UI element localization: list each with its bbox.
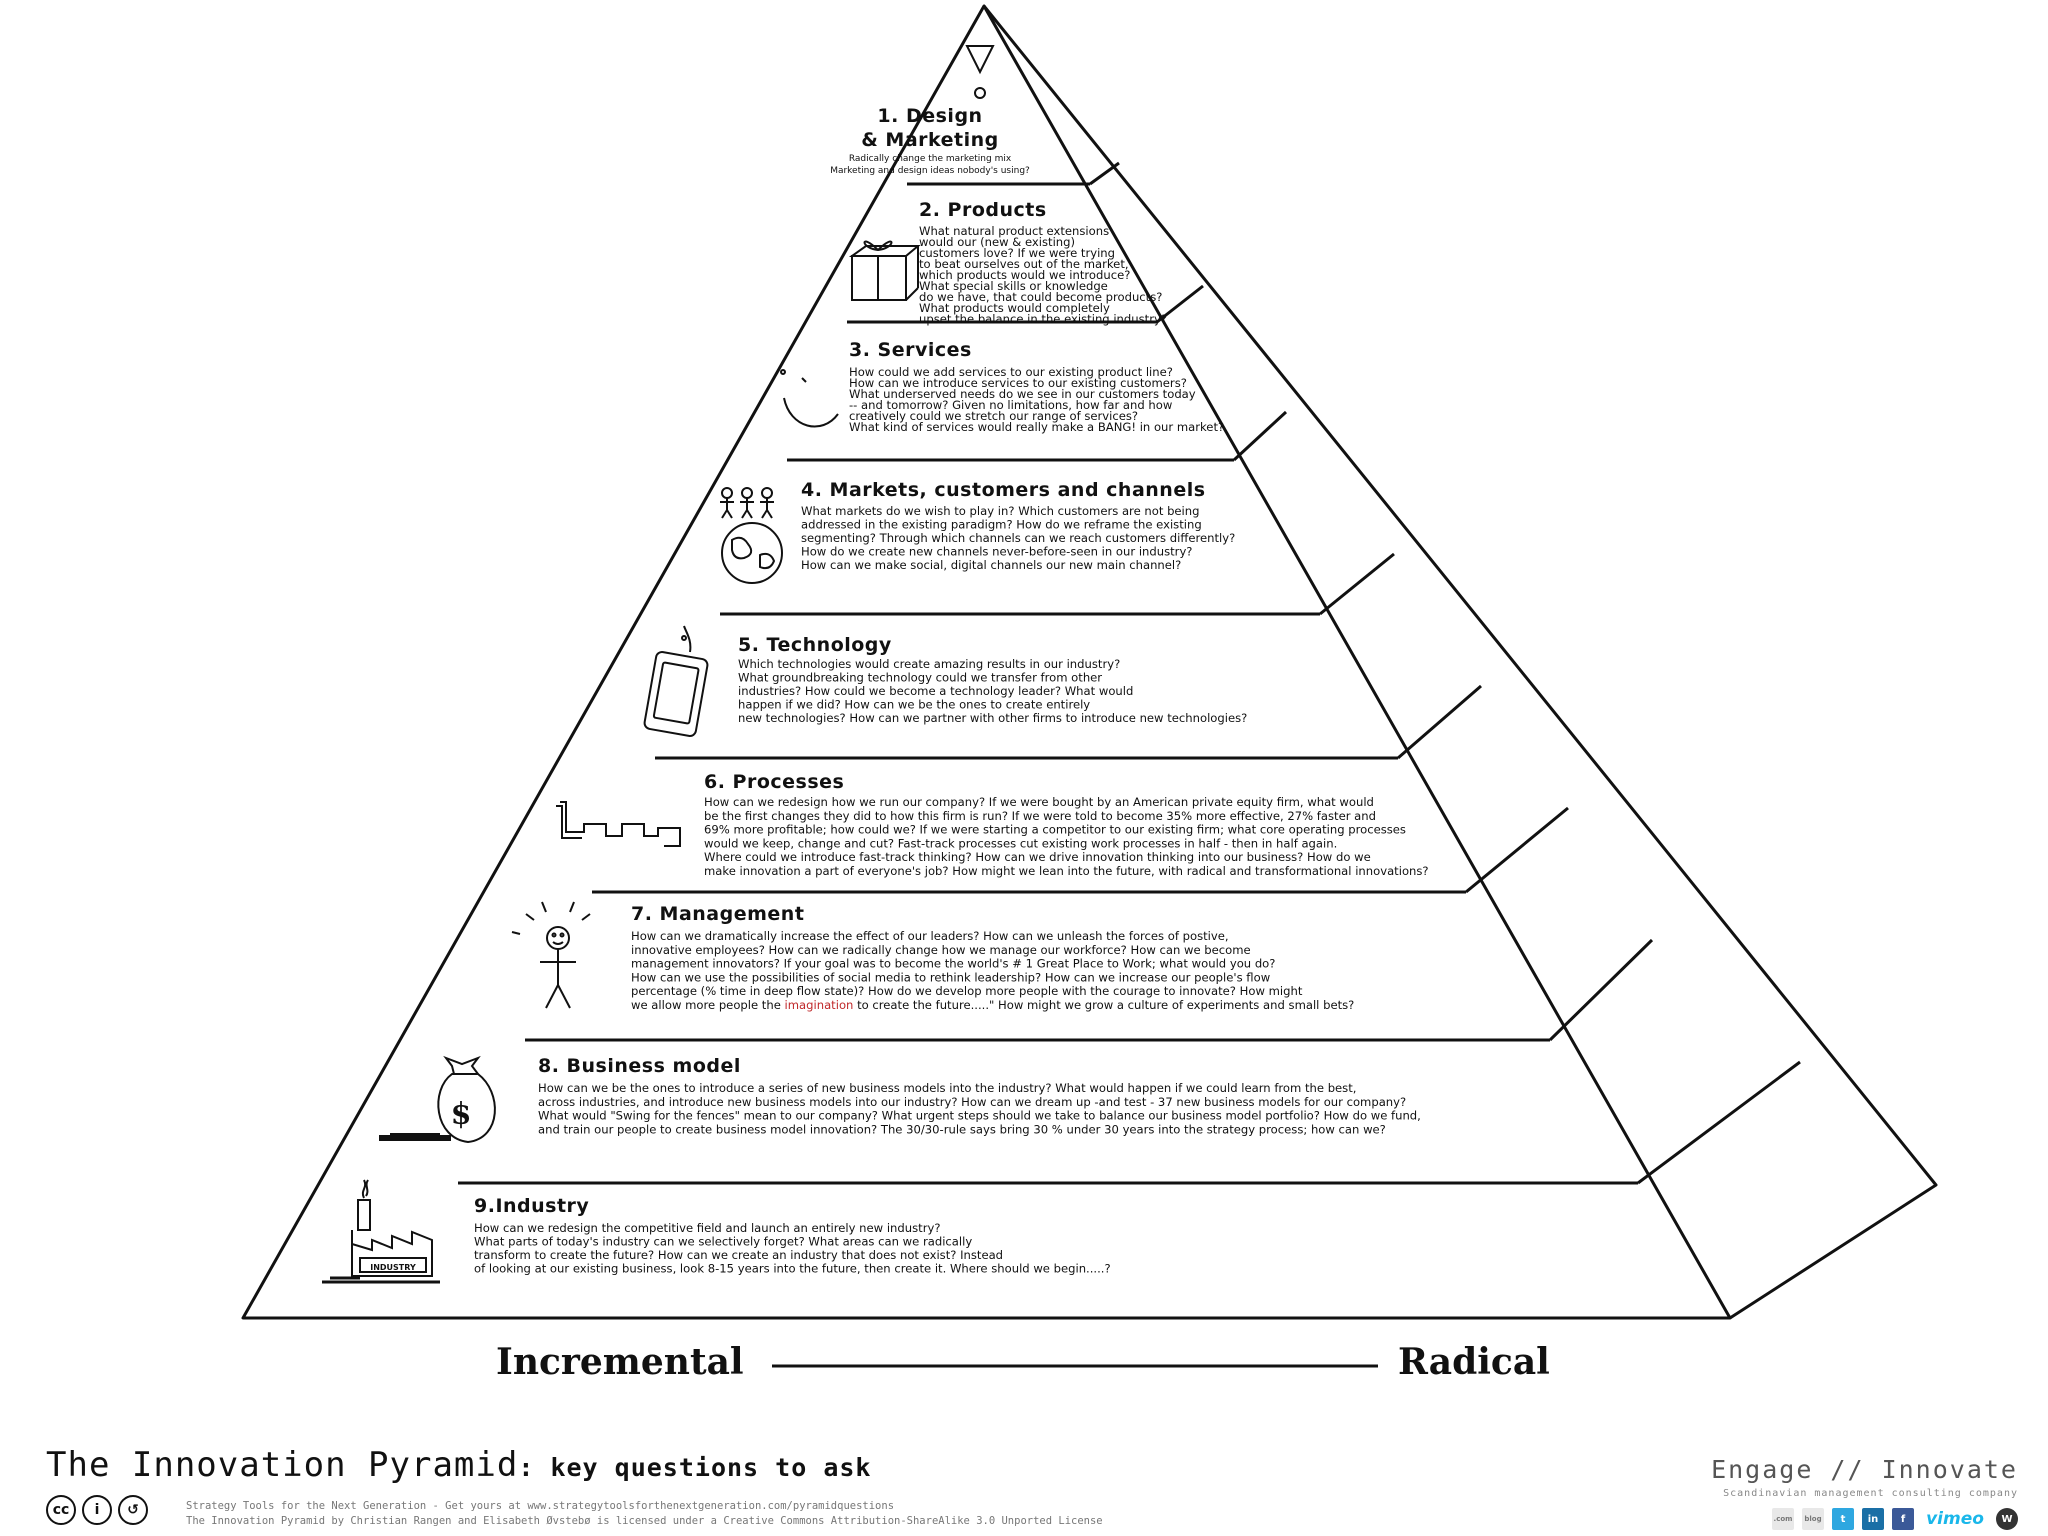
tier-7-question-line: innovative employees? How can we radical… [631, 943, 1251, 957]
tier-6-question-line: How can we redesign how we run our compa… [704, 795, 1374, 809]
axis-label-incremental: Incremental [496, 1341, 744, 1383]
tier-2-title: 2. Products [919, 199, 1047, 221]
tier-4-question-line: addressed in the existing paradigm? How … [801, 518, 1202, 532]
share-alike-icon: ↺ [118, 1495, 148, 1525]
tier-2-question-line: upset the balance in the existing indust… [919, 312, 1167, 326]
tier-4-question-line: How do we create new channels never-befo… [801, 545, 1192, 559]
tier-5-question-line: Which technologies would create amazing … [738, 657, 1120, 671]
smiley-icon [780, 369, 839, 428]
tier-6-question-line: be the first changes they did to how thi… [704, 809, 1376, 823]
money-bag-icon [379, 1055, 496, 1144]
tier-8-question-line: How can we be the ones to introduce a se… [538, 1081, 1356, 1095]
tier-6-title: 6. Processes [704, 771, 844, 793]
brand-title: Engage // Innovate [1711, 1455, 2018, 1484]
tier-8-question-line: and train our people to create business … [538, 1122, 1386, 1136]
footer-line-1: Strategy Tools for the Next Generation -… [186, 1500, 895, 1512]
tier-1-question-line: Radically change the marketing mix [849, 154, 1012, 164]
tier-2-question-line: would our (new & existing) [919, 235, 1075, 249]
tier-2-question-line: to beat ourselves out of the market, [919, 257, 1129, 271]
attribution-icon: i [82, 1495, 112, 1525]
tier-3-question-line: -- and tomorrow? Given no limitations, h… [849, 398, 1172, 412]
license-icons: cc i ↺ [46, 1495, 148, 1525]
tier-7-question-line: How can we use the possibilities of soci… [631, 970, 1270, 984]
tier-3-question-line: How could we add services to our existin… [849, 365, 1173, 379]
blog-icon[interactable]: blog [1802, 1508, 1824, 1530]
tier-6-question-line: 69% more profitable; how could we? If we… [704, 823, 1406, 837]
tier-3-question-line: What kind of services would really make … [849, 420, 1224, 434]
tier-5-title: 5. Technology [738, 634, 892, 656]
tier-4-title: 4. Markets, customers and channels [801, 479, 1206, 501]
brand-tagline: Scandinavian management consulting compa… [1723, 1488, 2018, 1499]
tier-4-question-line: How can we make social, digital channels… [801, 558, 1181, 572]
footer-line-2: The Innovation Pyramid by Christian Rang… [186, 1515, 1103, 1527]
tier-5-question-line: industries? How could we become a techno… [738, 684, 1133, 698]
linkedin-icon[interactable]: in [1862, 1508, 1884, 1530]
tier-6-question-line: make innovation a part of everyone's job… [704, 864, 1429, 878]
tablet-icon [643, 625, 709, 737]
twitter-icon[interactable]: t [1832, 1508, 1854, 1530]
tier-3-question-line: What underserved needs do we see in our … [849, 387, 1196, 401]
funnel-icon [965, 45, 995, 99]
tier-4-question-line: What markets do we wish to play in? Whic… [801, 504, 1199, 518]
money-bag-symbol: $ [451, 1097, 472, 1132]
tier-7-question-line: How can we dramatically increase the eff… [631, 929, 1229, 943]
tier-9-question-line: of looking at our existing business, loo… [474, 1262, 1111, 1276]
brand-block: Engage // Innovate Scandinavian manageme… [1711, 1455, 2018, 1499]
tier-5-question-line: new technologies? How can we partner wit… [738, 711, 1247, 725]
vimeo-icon[interactable]: vimeo [1926, 1509, 1984, 1529]
website-icon[interactable]: .com [1772, 1508, 1794, 1530]
factory-icon [322, 1179, 440, 1284]
tier-6-question-line: would we keep, change and cut? Fast-trac… [704, 836, 1337, 850]
tier-6-question-line: Where could we introduce fast-track thin… [704, 850, 1371, 864]
tier-2-question-line: What natural product extensions [919, 224, 1109, 238]
tier-2-question-line: What products would completely [919, 301, 1110, 315]
wordpress-icon[interactable]: W [1996, 1508, 2018, 1530]
footer-title: The Innovation Pyramid: key questions to… [46, 1445, 871, 1485]
tier-9-question-line: How can we redesign the competitive fiel… [474, 1221, 940, 1235]
tier-3-question-line: How can we introduce services to our exi… [849, 376, 1187, 390]
tier-5-question-line: happen if we did? How can we be the ones… [738, 698, 1090, 712]
footer-title-main: The Innovation Pyramid [46, 1445, 519, 1485]
tier-4-question-line: segmenting? Through which channels can w… [801, 531, 1235, 545]
imagination-highlight: imagination [785, 998, 854, 1012]
tier-1-question-line: Marketing and design ideas nobody's usin… [830, 166, 1030, 176]
tier-8-question-line: What would "Swing for the fences" mean t… [538, 1109, 1421, 1123]
axis-label-radical: Radical [1398, 1341, 1550, 1383]
sketch-icons [322, 45, 995, 1284]
tier-3-title: 3. Services [849, 339, 972, 361]
footer-subtitle: : key questions to ask [518, 1453, 872, 1482]
tier-2-question-line: customers love? If we were trying [919, 246, 1115, 260]
facebook-icon[interactable]: f [1892, 1508, 1914, 1530]
tier-7-question-line: percentage (% time in deep flow state)? … [631, 984, 1303, 998]
tier-1-title-line-2: & Marketing [861, 129, 999, 151]
tier-5-question-line: What groundbreaking technology could we … [738, 671, 1102, 685]
tier-2-question-line: What special skills or knowledge [919, 279, 1108, 293]
pyramid-side-face [982, 5, 1938, 1320]
tier-8-question-line: across industries, and introduce new bus… [538, 1095, 1406, 1109]
tier-9-question-line: transform to create the future? How can … [474, 1248, 1003, 1262]
idea-person-icon [511, 901, 591, 1009]
factory-label: INDUSTRY [370, 1263, 416, 1272]
tier-3-question-line: creatively could we stretch our range of… [849, 409, 1138, 423]
tier-8-title: 8. Business model [538, 1055, 741, 1077]
social-links: .com blog t in f vimeo W [1772, 1508, 2018, 1530]
tier-9-title: 9.Industry [474, 1195, 589, 1217]
tier-7-question-line: management innovators? If your goal was … [631, 957, 1275, 971]
gift-icon [848, 240, 921, 301]
tier-7-title: 7. Management [631, 903, 804, 925]
process-flow-icon [556, 801, 681, 847]
tier-1-title: 1. Design [877, 105, 982, 127]
globe-people-icon [720, 487, 783, 584]
tier-2-question-line: which products would we introduce? [919, 268, 1130, 282]
cc-icon: cc [46, 1495, 76, 1525]
pyramid-front-face [241, 4, 1732, 1320]
tier-7-question-line: we allow more people the imagination to … [631, 998, 1354, 1012]
tier-9-question-line: What parts of today's industry can we se… [474, 1235, 972, 1249]
tier-2-question-line: do we have, that could become products? [919, 290, 1162, 304]
